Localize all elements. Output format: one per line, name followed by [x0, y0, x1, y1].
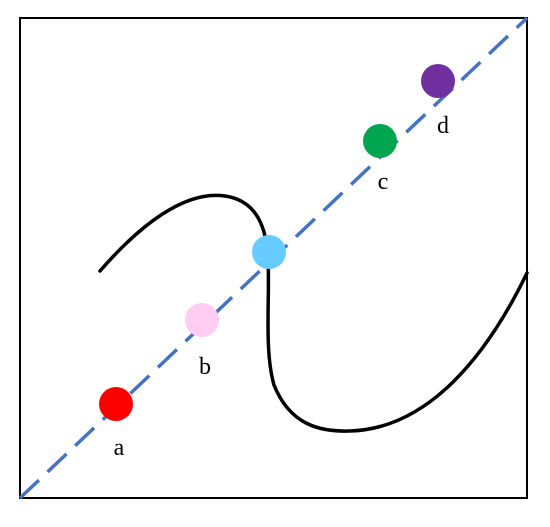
plot-frame: [19, 17, 528, 499]
point-d: [421, 64, 455, 98]
point-a: [99, 387, 133, 421]
label-b: b: [199, 354, 211, 380]
point-intersection: [252, 235, 286, 269]
label-d: d: [437, 113, 449, 139]
s-curve: [98, 193, 529, 433]
point-c: [363, 124, 397, 158]
label-c: c: [378, 169, 389, 195]
label-a: a: [114, 435, 125, 461]
point-b: [185, 303, 219, 337]
